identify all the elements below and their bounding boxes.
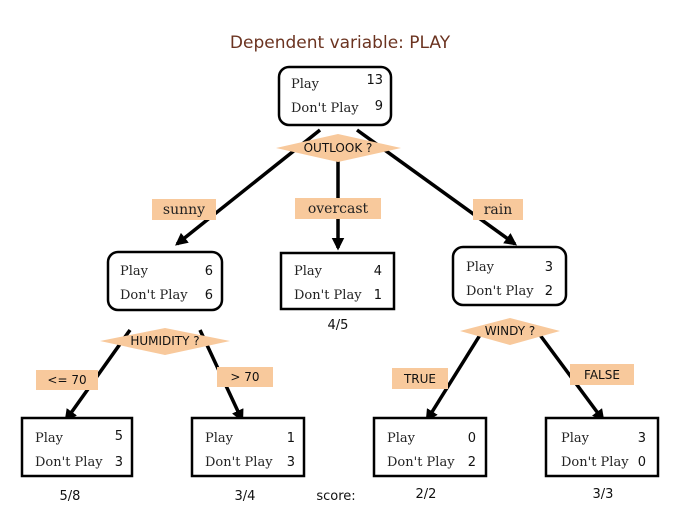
node-count: 3 bbox=[545, 260, 553, 275]
question-label: OUTLOOK ? bbox=[304, 141, 373, 155]
node-label: Don't Play bbox=[35, 455, 103, 470]
edge-label-gt70: > 70 bbox=[217, 367, 273, 387]
edge-label-true: TRUE bbox=[392, 368, 448, 389]
node-count: 1 bbox=[374, 288, 382, 303]
node-count: 5 bbox=[115, 429, 123, 444]
score-gt70: 3/4 bbox=[235, 489, 256, 504]
edge-label-text: overcast bbox=[308, 201, 369, 217]
node-count: 0 bbox=[468, 431, 476, 446]
node-label: Play bbox=[561, 431, 590, 446]
node-count: 4 bbox=[374, 264, 382, 279]
diagram-title: Dependent variable: PLAY bbox=[230, 33, 451, 53]
edge-label-text: TRUE bbox=[403, 372, 436, 386]
node-count: 6 bbox=[205, 264, 213, 279]
score-le70: 5/8 bbox=[60, 489, 81, 504]
node-count: 3 bbox=[287, 455, 295, 470]
node-le70: Play 5 Don't Play 3 bbox=[20, 416, 134, 478]
node-label: Play bbox=[120, 264, 149, 279]
question-label: HUMIDITY ? bbox=[130, 334, 199, 348]
node-label: Don't Play bbox=[294, 288, 362, 303]
node-label: Don't Play bbox=[205, 455, 273, 470]
node-label: Don't Play bbox=[120, 288, 188, 303]
edge-label-overcast: overcast bbox=[295, 198, 381, 219]
score-overcast: 4/5 bbox=[328, 318, 349, 333]
node-sunny: Play 6 Don't Play 6 bbox=[106, 250, 224, 312]
node-label: Play bbox=[35, 431, 64, 446]
edge-label-text: sunny bbox=[163, 202, 205, 218]
node-count: 9 bbox=[375, 99, 383, 114]
score-false: 3/3 bbox=[593, 487, 614, 502]
score-true: 2/2 bbox=[416, 487, 437, 502]
node-label: Play bbox=[294, 264, 323, 279]
edge-label-text: rain bbox=[484, 202, 513, 218]
node-label: Don't Play bbox=[561, 455, 629, 470]
node-rain: Play 3 Don't Play 2 bbox=[451, 245, 568, 307]
node-label: Don't Play bbox=[387, 455, 455, 470]
node-count: 0 bbox=[638, 455, 646, 470]
node-gt70: Play 1 Don't Play 3 bbox=[190, 416, 306, 478]
node-count: 3 bbox=[638, 431, 646, 446]
node-false: Play 3 Don't Play 0 bbox=[544, 416, 660, 478]
question-windy: WINDY ? bbox=[460, 318, 560, 345]
edge-label-rain: rain bbox=[473, 199, 523, 220]
node-count: 13 bbox=[366, 73, 383, 88]
node-root: Play 13 Don't Play 9 bbox=[277, 65, 393, 127]
edge-label-sunny: sunny bbox=[152, 199, 216, 220]
node-label: Play bbox=[466, 260, 495, 275]
edge-label-text: FALSE bbox=[584, 368, 620, 382]
score-label: score: bbox=[316, 489, 355, 504]
node-true: Play 0 Don't Play 2 bbox=[372, 416, 488, 478]
edge-label-false: FALSE bbox=[570, 364, 634, 385]
edge-label-text: > 70 bbox=[230, 370, 259, 384]
node-count: 2 bbox=[468, 455, 476, 470]
node-count: 1 bbox=[287, 431, 295, 446]
node-count: 6 bbox=[205, 288, 213, 303]
edge-true bbox=[425, 334, 482, 423]
node-count: 3 bbox=[115, 455, 123, 470]
question-humidity: HUMIDITY ? bbox=[100, 328, 230, 355]
node-overcast: Play 4 Don't Play 1 bbox=[279, 251, 396, 311]
question-outlook: OUTLOOK ? bbox=[276, 134, 401, 162]
node-label: Play bbox=[291, 77, 320, 92]
node-label: Don't Play bbox=[291, 101, 359, 116]
node-label: Play bbox=[205, 431, 234, 446]
node-label: Don't Play bbox=[466, 284, 534, 299]
edge-label-le70: <= 70 bbox=[36, 370, 98, 390]
node-count: 2 bbox=[545, 284, 553, 299]
node-label: Play bbox=[387, 431, 416, 446]
edge-label-text: <= 70 bbox=[47, 373, 86, 387]
question-label: WINDY ? bbox=[485, 324, 535, 338]
